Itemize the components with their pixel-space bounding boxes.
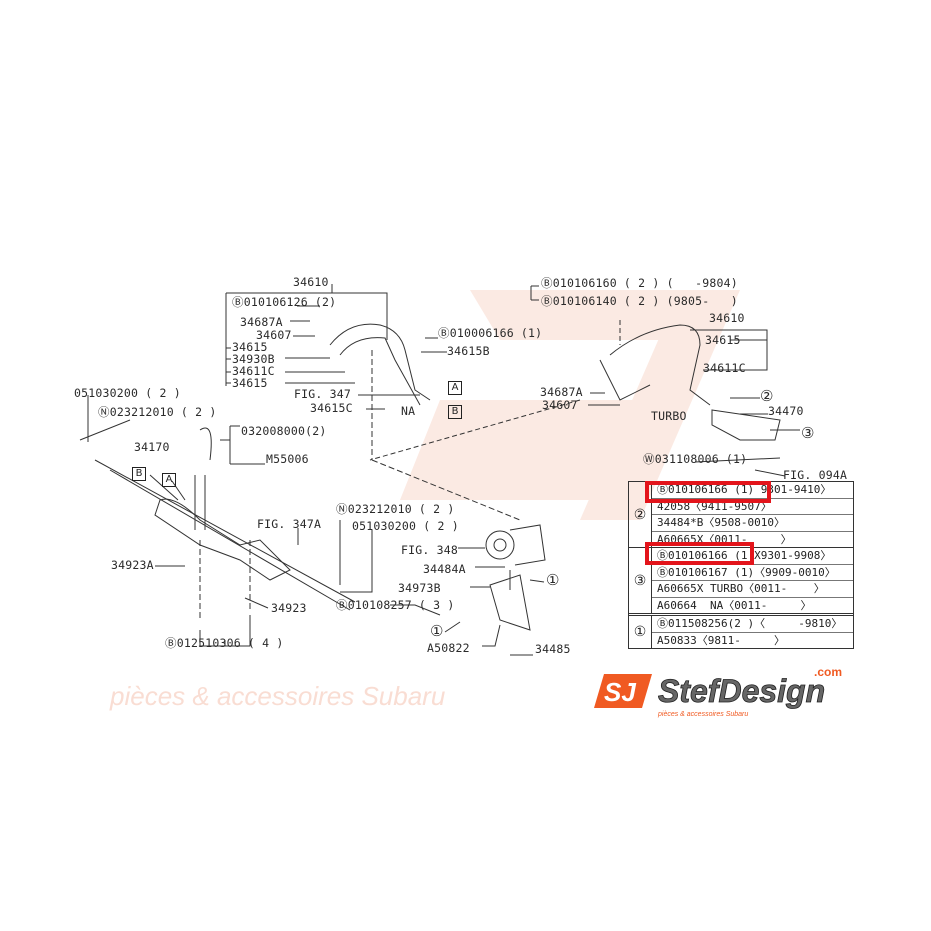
ref-1-right: ①: [546, 571, 560, 589]
fig-347a-ref: FIG. 347A: [257, 517, 322, 531]
bolt-010106126: Ⓑ010106126 (2): [232, 295, 337, 309]
fig-348-ref: FIG. 348: [401, 543, 458, 557]
part-34930B: 34930B: [232, 352, 275, 366]
table-row: A50833〈9811- 〉: [652, 631, 853, 649]
bolt-010108257: Ⓑ010108257 ( 3 ): [336, 598, 455, 612]
ref-3: ③: [801, 424, 815, 442]
logo-domain: .com: [814, 666, 842, 679]
highlight-box-2: [645, 542, 754, 565]
part-34485: 34485: [535, 642, 571, 656]
table-row: Ⓑ010106166 (1) 9301-9410〉: [657, 483, 832, 496]
bolt-010106140: Ⓑ010106140 ( 2 ) (9805- ): [541, 294, 738, 308]
part-34615: 34615: [232, 376, 268, 390]
group-ref: ②: [629, 482, 652, 547]
part-34615-turbo: 34615: [705, 333, 741, 347]
part-34923A: 34923A: [111, 558, 154, 572]
ref-box-a: A: [448, 381, 462, 395]
table-row: Ⓑ010106167 (1)〈9909-0010〉: [652, 563, 853, 581]
ref-box-a-rack: A: [162, 473, 176, 487]
bolt-010106160: Ⓑ010106160 ( 2 ) ( -9804): [541, 276, 738, 290]
part-34615B: 34615B: [447, 344, 490, 358]
table-row: A60665X TURBO〈0011- 〉: [652, 580, 853, 597]
group-ref: ③: [629, 548, 652, 613]
table-row: A60664 NA〈0011- 〉: [652, 596, 853, 614]
part-34687A-turbo: 34687A: [540, 385, 583, 399]
part-34607: 34607: [256, 328, 292, 342]
table-group-1: ① Ⓑ011508256(2 )〈 -9810〉 A50833〈9811- 〉: [629, 613, 853, 648]
ref-box-b: B: [448, 405, 462, 419]
part-a50822: A50822: [427, 641, 470, 655]
svg-text:SJ: SJ: [604, 677, 636, 707]
ref-2: ②: [760, 387, 774, 405]
logo-tagline: pièces & accessoires Subaru: [657, 711, 748, 718]
table-row: Ⓑ011508256(2 )〈 -9810〉: [657, 617, 843, 630]
part-34484A: 34484A: [423, 562, 466, 576]
reference-table: ② Ⓑ010106166 (1) 9301-9410〉 42058〈9411-9…: [628, 481, 854, 649]
highlight-box-1: [645, 481, 771, 503]
part-34610-left: 34610: [293, 275, 329, 289]
bolt-010006166: Ⓑ010006166 (1): [438, 326, 543, 340]
group-ref: ①: [629, 616, 652, 648]
part-m55006: M55006: [266, 452, 309, 466]
fig-094a-ref: FIG. 094A: [783, 468, 848, 482]
part-34470: 34470: [768, 404, 804, 418]
turbo-label: TURBO: [651, 409, 687, 423]
watermark-tagline: pièces & accessoires Subaru: [109, 681, 445, 711]
part-34610-turbo: 34610: [709, 311, 745, 325]
part-34615: 34615: [232, 340, 268, 354]
bolt-012510306: Ⓑ012510306 ( 4 ): [165, 636, 284, 650]
part-34611C-turbo: 34611C: [703, 361, 746, 375]
part-34923: 34923: [271, 601, 307, 615]
ref-box-b-rack: B: [132, 467, 146, 481]
part-34170: 34170: [134, 440, 170, 454]
part-34973B: 34973B: [398, 581, 441, 595]
stefdesign-logo: SJ StefDesign .com pièces & accessoires …: [594, 666, 842, 718]
nut-023212010-right: Ⓝ023212010 ( 2 ): [336, 502, 455, 516]
logo-brand: StefDesign: [658, 673, 825, 709]
pin-051030200: 051030200 ( 2 ): [74, 386, 181, 400]
table-row: 34484*B〈9508-0010〉: [652, 514, 853, 531]
washer-031108006: Ⓦ031108006 (1): [643, 452, 748, 466]
na-label: NA: [401, 404, 416, 418]
part-34615C: 34615C: [310, 401, 353, 415]
nut-023212010: Ⓝ023212010 ( 2 ): [98, 405, 217, 419]
part-032008000: 032008000(2): [241, 424, 327, 438]
pin-051030200-right: 051030200 ( 2 ): [352, 519, 459, 533]
fig-347-ref: FIG. 347: [294, 387, 351, 401]
table-row: Ⓑ010106166 (1 X9301-9908〉: [657, 549, 832, 562]
part-34687A: 34687A: [240, 315, 283, 329]
part-34607-turbo: 34607: [542, 398, 578, 412]
ref-1-left: ①: [430, 622, 444, 640]
table-group-3: ③ Ⓑ010106166 (1 X9301-9908〉 Ⓑ010106167 (…: [629, 547, 853, 613]
part-34611C: 34611C: [232, 364, 275, 378]
